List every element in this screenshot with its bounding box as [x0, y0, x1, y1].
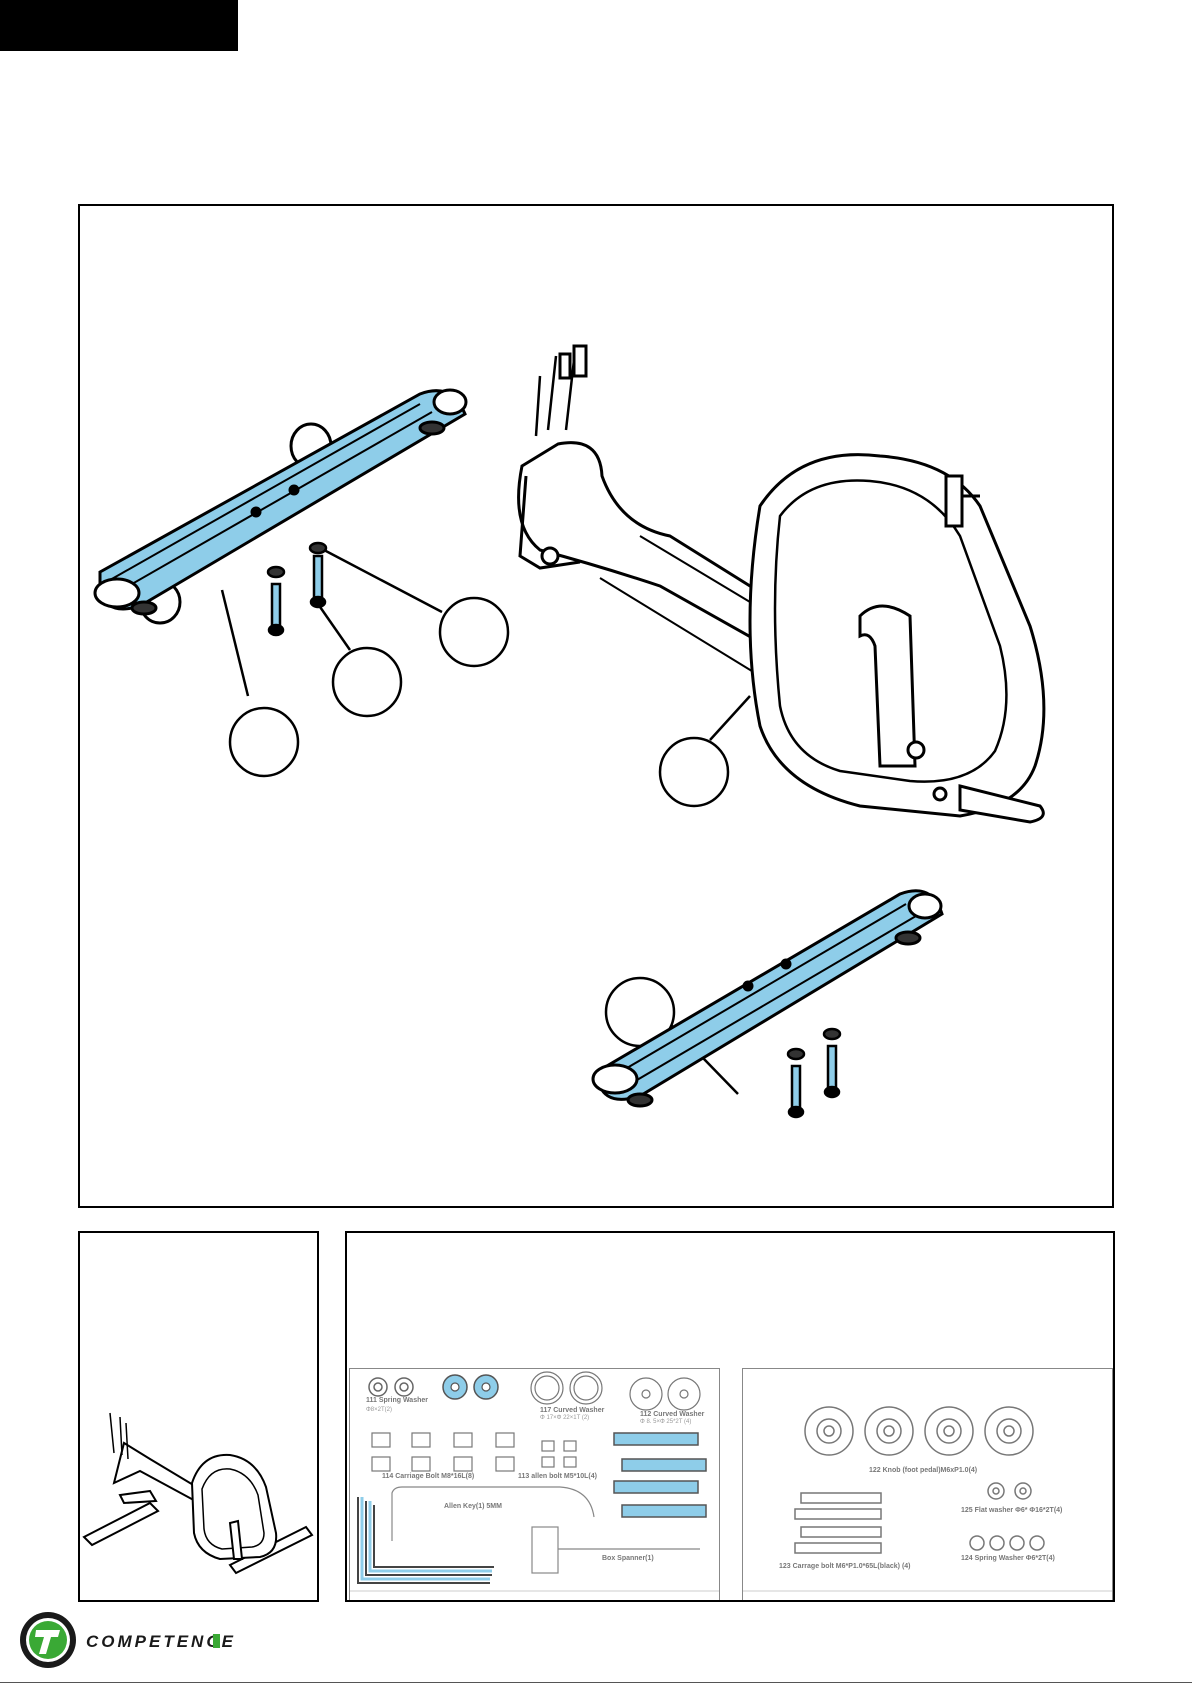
parts-right-drawing — [743, 1406, 1112, 1592]
spec-curved-washer-112: Φ 8. 5×Φ 25*2T (4) — [640, 1419, 692, 1425]
main-frame-drawing — [517, 344, 1046, 824]
assembly-illustration-frame — [78, 204, 1114, 1208]
bolts-rear — [266, 541, 328, 637]
label-carriage-bolt-123: 123 Carrage bolt M6*P1.0*65L(black) (4) — [779, 1563, 911, 1570]
brand-accent-bar — [213, 1634, 220, 1648]
label-allen-bolt-113: 113 allen bolt M5*10L(4) — [518, 1473, 597, 1480]
bolts-front — [786, 1027, 842, 1119]
label-curved-washer-117: 117 Curved Washer — [540, 1407, 605, 1414]
callouts — [220, 548, 751, 1095]
parts-card-right: 122 Knob (foot pedal)M6xP1.0(4) 125 Flat… — [742, 1368, 1113, 1600]
label-spring-washer-111: 111 Spring Washer — [366, 1397, 428, 1404]
label-box-spanner: Box Spanner(1) — [602, 1555, 654, 1562]
label-curved-washer-112: 112 Curved Washer — [640, 1411, 705, 1418]
parts-list-frame: 111 Spring Washer Φ8×2T(2) 117 Curved Wa… — [345, 1231, 1115, 1602]
assembled-thumbnail — [82, 1412, 314, 1575]
rear-stabilizer — [93, 388, 468, 625]
label-flat-washer-125: 125 Flat washer Φ6* Φ16*2T(4) — [961, 1507, 1063, 1514]
bottom-rule — [0, 1682, 1192, 1683]
assembly-drawing — [93, 344, 1046, 1119]
spec-spring-washer-111: Φ8×2T(2) — [366, 1407, 392, 1413]
label-allen-key: Allen Key(1) 5MM — [444, 1503, 502, 1510]
front-stabilizer — [591, 889, 944, 1108]
brand-name: COMPETENCE — [86, 1632, 236, 1651]
header-black-tab — [0, 0, 238, 51]
parts-left-drawing — [350, 1371, 719, 1592]
competence-logo-icon — [20, 1612, 76, 1668]
parts-card-left: 111 Spring Washer Φ8×2T(2) 117 Curved Wa… — [349, 1368, 720, 1600]
spec-curved-washer-117: Φ 17×Φ 22×1T (2) — [540, 1415, 590, 1421]
assembled-thumbnail-frame — [78, 1231, 319, 1602]
label-knob-122: 122 Knob (foot pedal)M6xP1.0(4) — [869, 1467, 978, 1474]
label-spring-washer-124: 124 Spring Washer Φ6*2T(4) — [961, 1555, 1055, 1562]
label-carriage-bolt-114: 114 Carriage Bolt M8*16L(8) — [382, 1473, 475, 1480]
